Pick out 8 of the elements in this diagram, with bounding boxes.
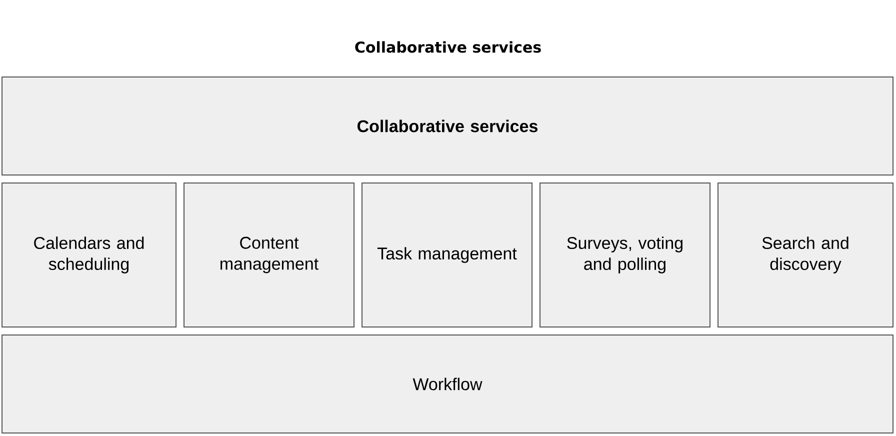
header-box: Collaborative services — [2, 76, 894, 176]
service-box: Search and discovery — [718, 182, 894, 328]
title: Collaborative services — [355, 41, 541, 53]
service-box: Content management — [184, 182, 354, 328]
service-box: Surveys, voting and polling — [540, 182, 710, 328]
service-box: Task management — [362, 182, 532, 328]
service-box: Calendars and scheduling — [2, 182, 176, 328]
layer-box: Workflow — [2, 334, 894, 434]
